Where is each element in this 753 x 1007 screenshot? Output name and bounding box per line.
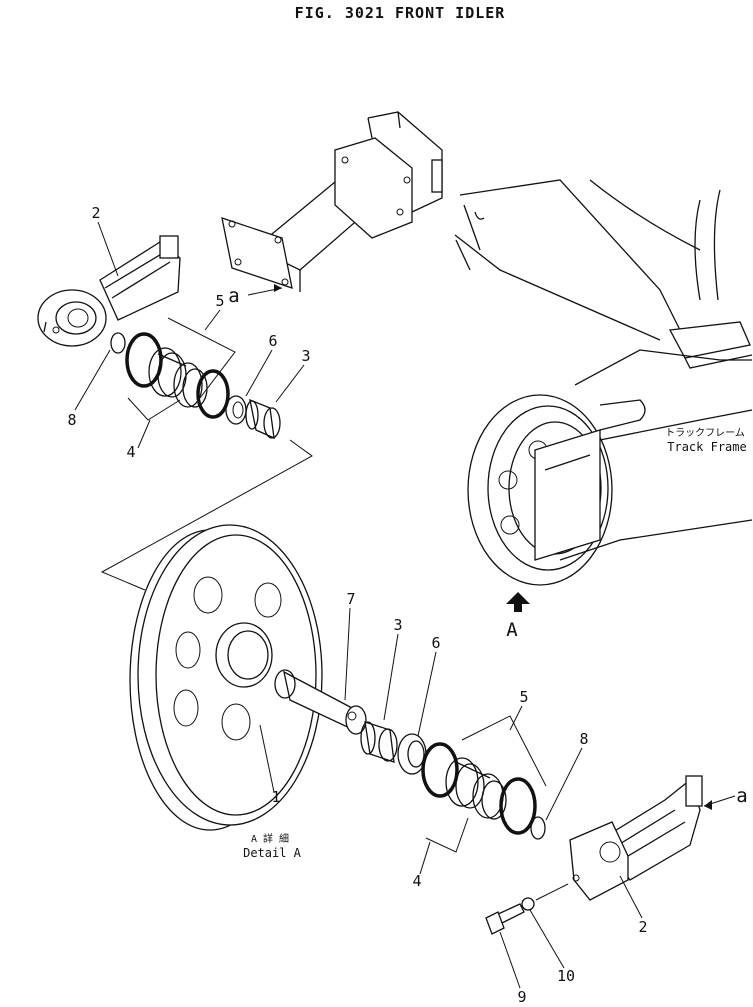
assembly-leader	[100, 439, 313, 591]
section-marker-upper: a	[228, 285, 239, 307]
lower-parts	[129, 524, 703, 935]
view-marker-label: A	[506, 619, 518, 641]
detail-label-en: Detail A	[243, 846, 302, 860]
callout-2-lower: 2	[638, 918, 647, 936]
callout-3-upper: 3	[301, 347, 310, 365]
callout-3-lower: 3	[393, 616, 402, 634]
lower-bracket-4	[425, 817, 469, 853]
callout-8-lower: 8	[579, 730, 588, 748]
callout-6-lower: 6	[431, 634, 440, 652]
detail-label-jp: A 詳 細	[251, 832, 289, 845]
section-marker-lower: a	[736, 785, 747, 807]
callout-5-lower: 5	[519, 688, 528, 706]
track-frame-drawing	[221, 111, 753, 586]
section-arrow-upper-head	[274, 284, 282, 292]
figure-title: FIG. 3021 FRONT IDLER	[295, 4, 506, 22]
lower-bracket-5	[461, 715, 547, 787]
upper-bracket-5	[167, 317, 236, 399]
washer-leader	[535, 883, 569, 901]
callout-6-upper: 6	[268, 332, 277, 350]
upper-bracket-4	[127, 397, 181, 421]
callout-10: 10	[557, 967, 575, 985]
track-frame-label-en: Track Frame	[667, 440, 746, 454]
callout-7: 7	[346, 590, 355, 608]
callout-1: 1	[271, 788, 280, 806]
view-arrow-icon	[506, 592, 530, 612]
callout-4-lower: 4	[412, 872, 421, 890]
callout-leaders	[74, 221, 643, 989]
section-arrow-lower-head	[704, 800, 712, 810]
upper-left-parts	[37, 235, 281, 440]
callout-9: 9	[517, 988, 526, 1006]
callout-4-upper: 4	[126, 443, 135, 461]
callout-5-upper: 5	[215, 292, 224, 310]
callout-8-upper: 8	[67, 411, 76, 429]
callout-2-upper: 2	[91, 204, 100, 222]
track-frame-label-jp: トラックフレーム	[665, 427, 745, 439]
